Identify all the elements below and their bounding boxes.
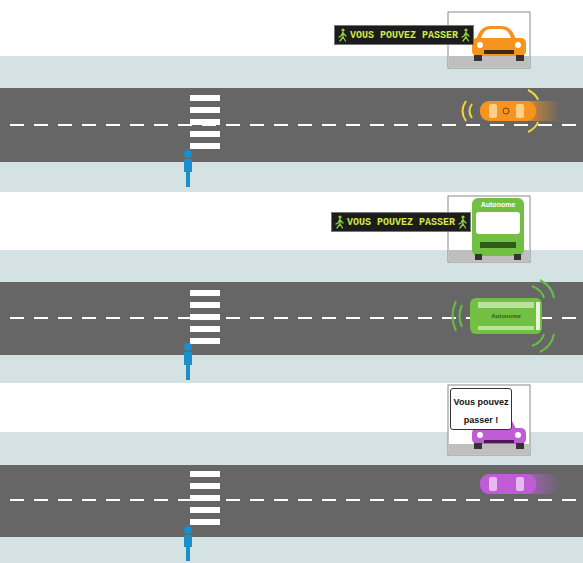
pedestrian-icon	[335, 215, 344, 229]
sign-text: VOUS POUVEZ PASSER	[347, 217, 455, 228]
vehicle-lettering: Autonome	[491, 313, 521, 319]
message-sign: VOUS POUVEZ PASSER	[331, 212, 471, 232]
pedestrian-icon	[461, 28, 470, 42]
speech-bubble: Vous pouvez passer !	[450, 388, 512, 430]
pedestrian-icon	[458, 215, 467, 229]
vehicle-lettering: Autonome	[481, 201, 516, 208]
pedestrian-icon	[338, 28, 347, 42]
message-sign: VOUS POUVEZ PASSER	[334, 25, 474, 45]
sign-text: VOUS POUVEZ PASSER	[350, 30, 458, 41]
bubble-text: Vous pouvez passer !	[454, 397, 509, 425]
